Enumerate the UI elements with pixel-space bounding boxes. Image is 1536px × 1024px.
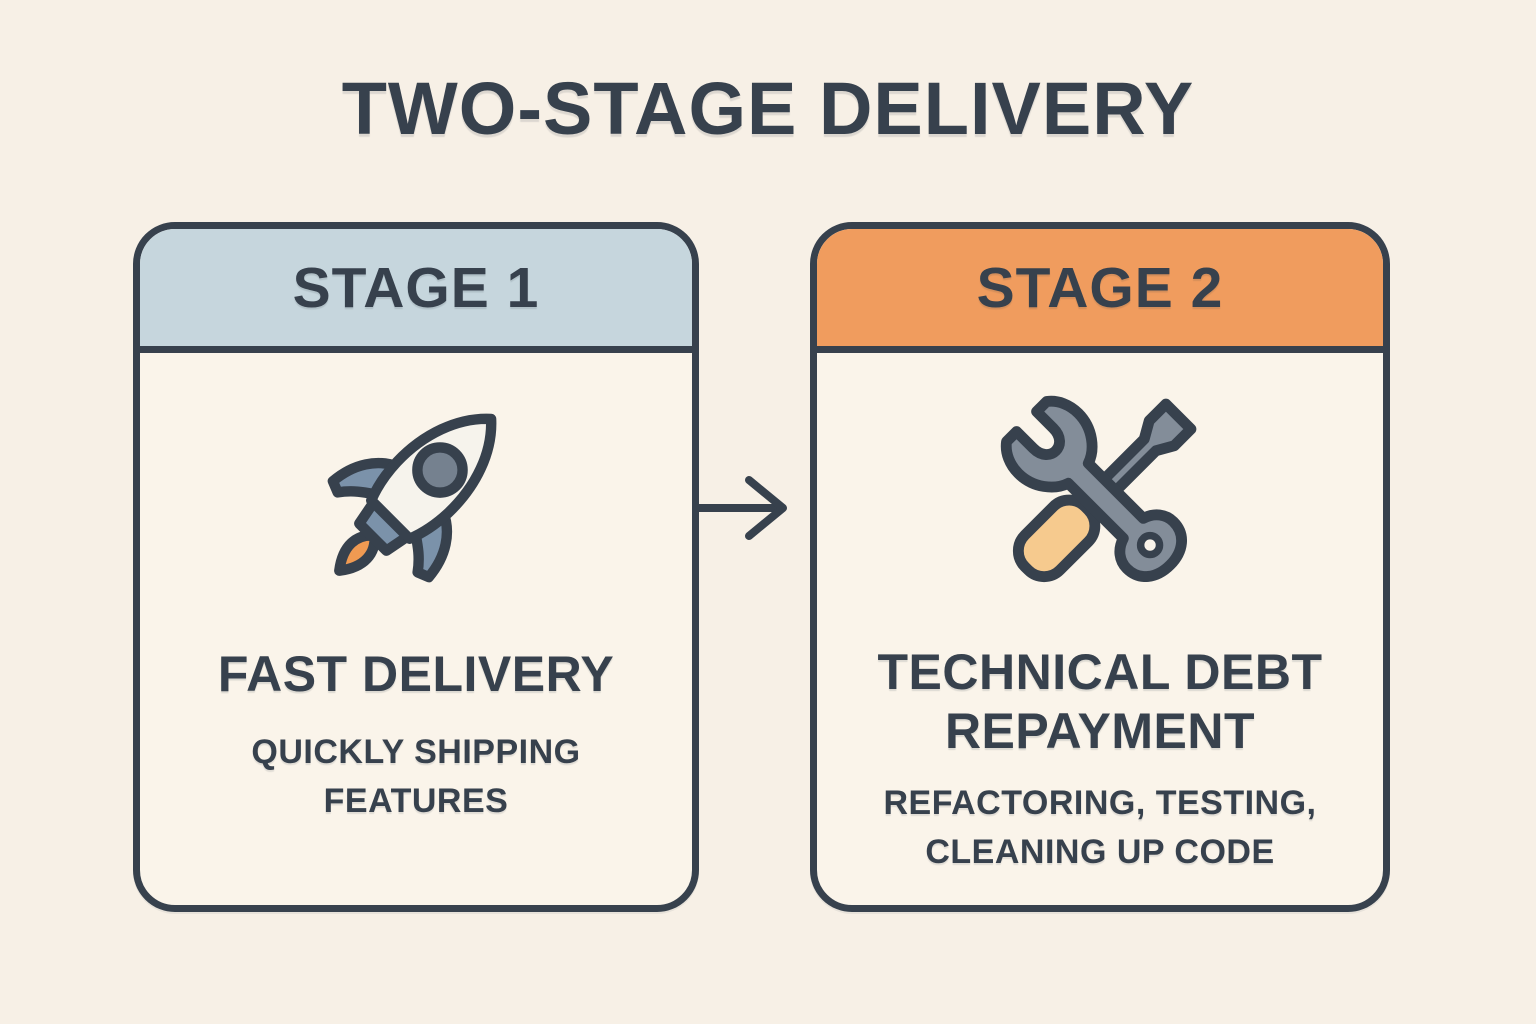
stage1-body: FAST DELIVERY QUICKLY SHIPPING FEATURES bbox=[140, 353, 692, 905]
right-arrow-icon bbox=[697, 470, 797, 546]
stage2-header: STAGE 2 bbox=[817, 229, 1383, 353]
stage1-subtitle: QUICKLY SHIPPING FEATURES bbox=[251, 733, 581, 820]
wrench-hole bbox=[1136, 531, 1164, 559]
stage2-card: STAGE 2 TECHNICAL DEBT REPAYMENT bbox=[810, 222, 1390, 912]
stage2-body: TECHNICAL DEBT REPAYMENT REFACTORING, TE… bbox=[817, 353, 1383, 905]
wrench bbox=[1000, 395, 1187, 582]
rocket-flame bbox=[334, 530, 380, 576]
stage1-header: STAGE 1 bbox=[140, 229, 692, 353]
rocket-icon bbox=[303, 381, 529, 607]
wrench-shape bbox=[1000, 395, 1187, 582]
wrench-screwdriver-icon bbox=[982, 377, 1218, 613]
stage2-title: TECHNICAL DEBT REPAYMENT bbox=[877, 644, 1323, 759]
stage2-header-label: STAGE 2 bbox=[976, 255, 1224, 320]
stage1-card: STAGE 1 bbox=[133, 222, 699, 912]
page-title: TWO-STAGE DELIVERY bbox=[341, 67, 1195, 150]
stage1-header-label: STAGE 1 bbox=[292, 255, 540, 320]
stage2-subtitle: REFACTORING, TESTING, CLEANING UP CODE bbox=[883, 784, 1317, 871]
rocket-window bbox=[412, 442, 468, 498]
stage1-title: FAST DELIVERY bbox=[217, 646, 615, 702]
